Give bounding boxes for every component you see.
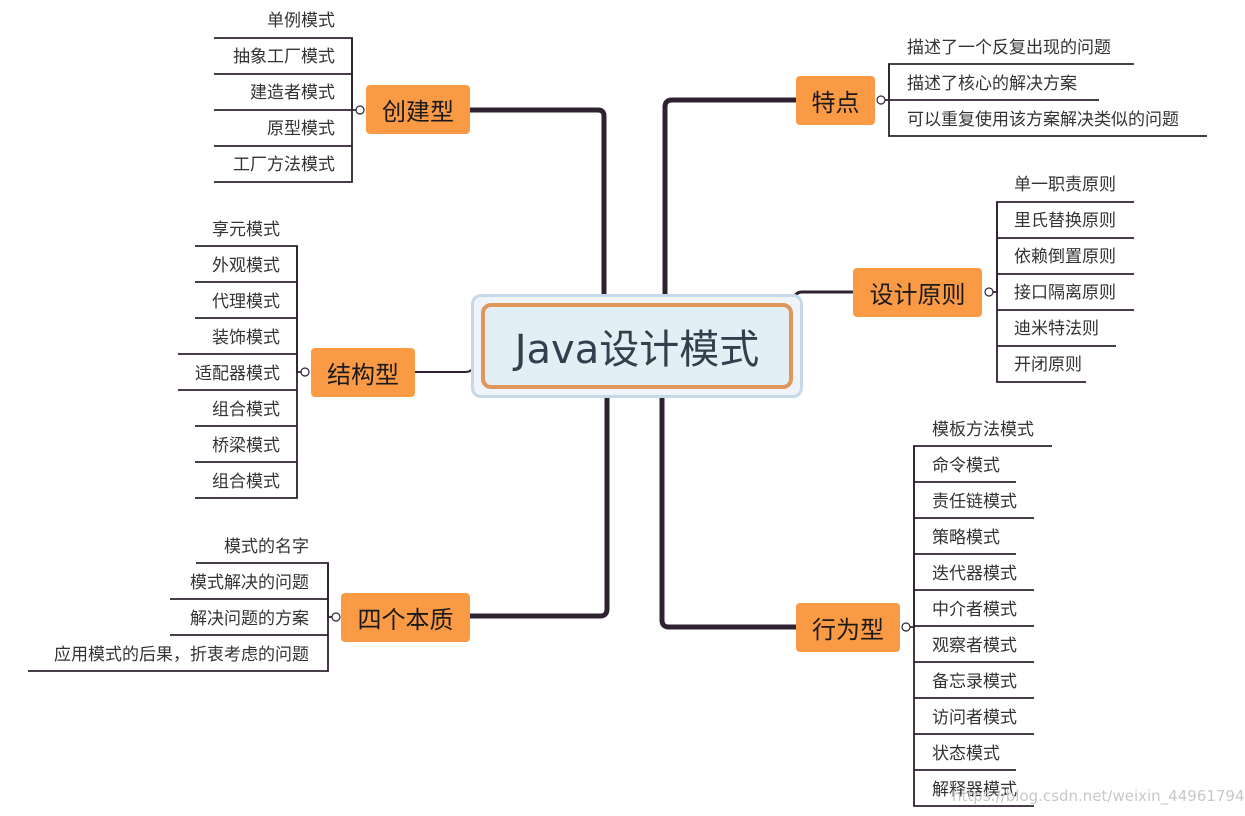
central-topic[interactable]: Java设计模式	[471, 294, 803, 398]
leaf-principles-3[interactable]: 接口隔离原则	[1014, 283, 1116, 303]
leaf-structural-5[interactable]: 组合模式	[212, 400, 280, 420]
branch-principles[interactable]: 设计原则	[853, 268, 982, 317]
leaf-features-2[interactable]: 可以重复使用该方案解决类似的问题	[907, 110, 1179, 130]
leaf-principles-0[interactable]: 单一职责原则	[1014, 175, 1116, 195]
leaf-structural-6[interactable]: 桥梁模式	[212, 436, 280, 456]
leaf-essence-2[interactable]: 解决问题的方案	[190, 609, 309, 629]
leaf-behavioral-2[interactable]: 责任链模式	[932, 492, 1017, 512]
branch-essence[interactable]: 四个本质	[341, 593, 470, 642]
leaf-behavioral-3[interactable]: 策略模式	[932, 528, 1000, 548]
leaf-principles-4[interactable]: 迪米特法则	[1014, 319, 1099, 339]
leaf-behavioral-10[interactable]: 解释器模式	[932, 780, 1017, 800]
branch-creational[interactable]: 创建型	[366, 85, 470, 134]
leaf-creational-3[interactable]: 原型模式	[267, 119, 335, 139]
leaf-structural-4[interactable]: 适配器模式	[195, 364, 280, 384]
leaf-behavioral-4[interactable]: 迭代器模式	[932, 564, 1017, 584]
leaf-behavioral-0[interactable]: 模板方法模式	[932, 420, 1034, 440]
leaf-behavioral-6[interactable]: 观察者模式	[932, 636, 1017, 656]
leaf-behavioral-1[interactable]: 命令模式	[932, 456, 1000, 476]
leaf-features-0[interactable]: 描述了一个反复出现的问题	[907, 38, 1111, 58]
leaf-principles-1[interactable]: 里氏替换原则	[1014, 211, 1116, 231]
leaf-behavioral-7[interactable]: 备忘录模式	[932, 672, 1017, 692]
leaf-essence-1[interactable]: 模式解决的问题	[190, 573, 309, 593]
leaf-behavioral-9[interactable]: 状态模式	[932, 744, 1000, 764]
branch-behavioral[interactable]: 行为型	[796, 603, 900, 652]
central-topic-label: Java设计模式	[481, 303, 793, 389]
leaf-structural-7[interactable]: 组合模式	[212, 472, 280, 492]
leaf-creational-0[interactable]: 单例模式	[267, 11, 335, 31]
leaf-principles-2[interactable]: 依赖倒置原则	[1014, 247, 1116, 267]
leaf-behavioral-5[interactable]: 中介者模式	[932, 600, 1017, 620]
watermark: https://blog.csdn.net/weixin_44961794	[952, 787, 1245, 805]
leaf-principles-5[interactable]: 开闭原则	[1014, 355, 1082, 375]
leaf-creational-4[interactable]: 工厂方法模式	[233, 155, 335, 175]
leaf-structural-3[interactable]: 装饰模式	[212, 328, 280, 348]
leaf-structural-0[interactable]: 享元模式	[212, 220, 280, 240]
leaf-creational-1[interactable]: 抽象工厂模式	[233, 47, 335, 67]
leaf-features-1[interactable]: 描述了核心的解决方案	[907, 74, 1077, 94]
leaf-creational-2[interactable]: 建造者模式	[250, 83, 335, 103]
leaf-structural-1[interactable]: 外观模式	[212, 256, 280, 276]
leaf-structural-2[interactable]: 代理模式	[212, 292, 280, 312]
branch-structural[interactable]: 结构型	[311, 348, 415, 397]
leaf-essence-3[interactable]: 应用模式的后果，折衷考虑的问题	[54, 645, 309, 665]
leaf-behavioral-8[interactable]: 访问者模式	[932, 708, 1017, 728]
leaf-essence-0[interactable]: 模式的名字	[224, 537, 309, 557]
branch-features[interactable]: 特点	[796, 76, 875, 125]
